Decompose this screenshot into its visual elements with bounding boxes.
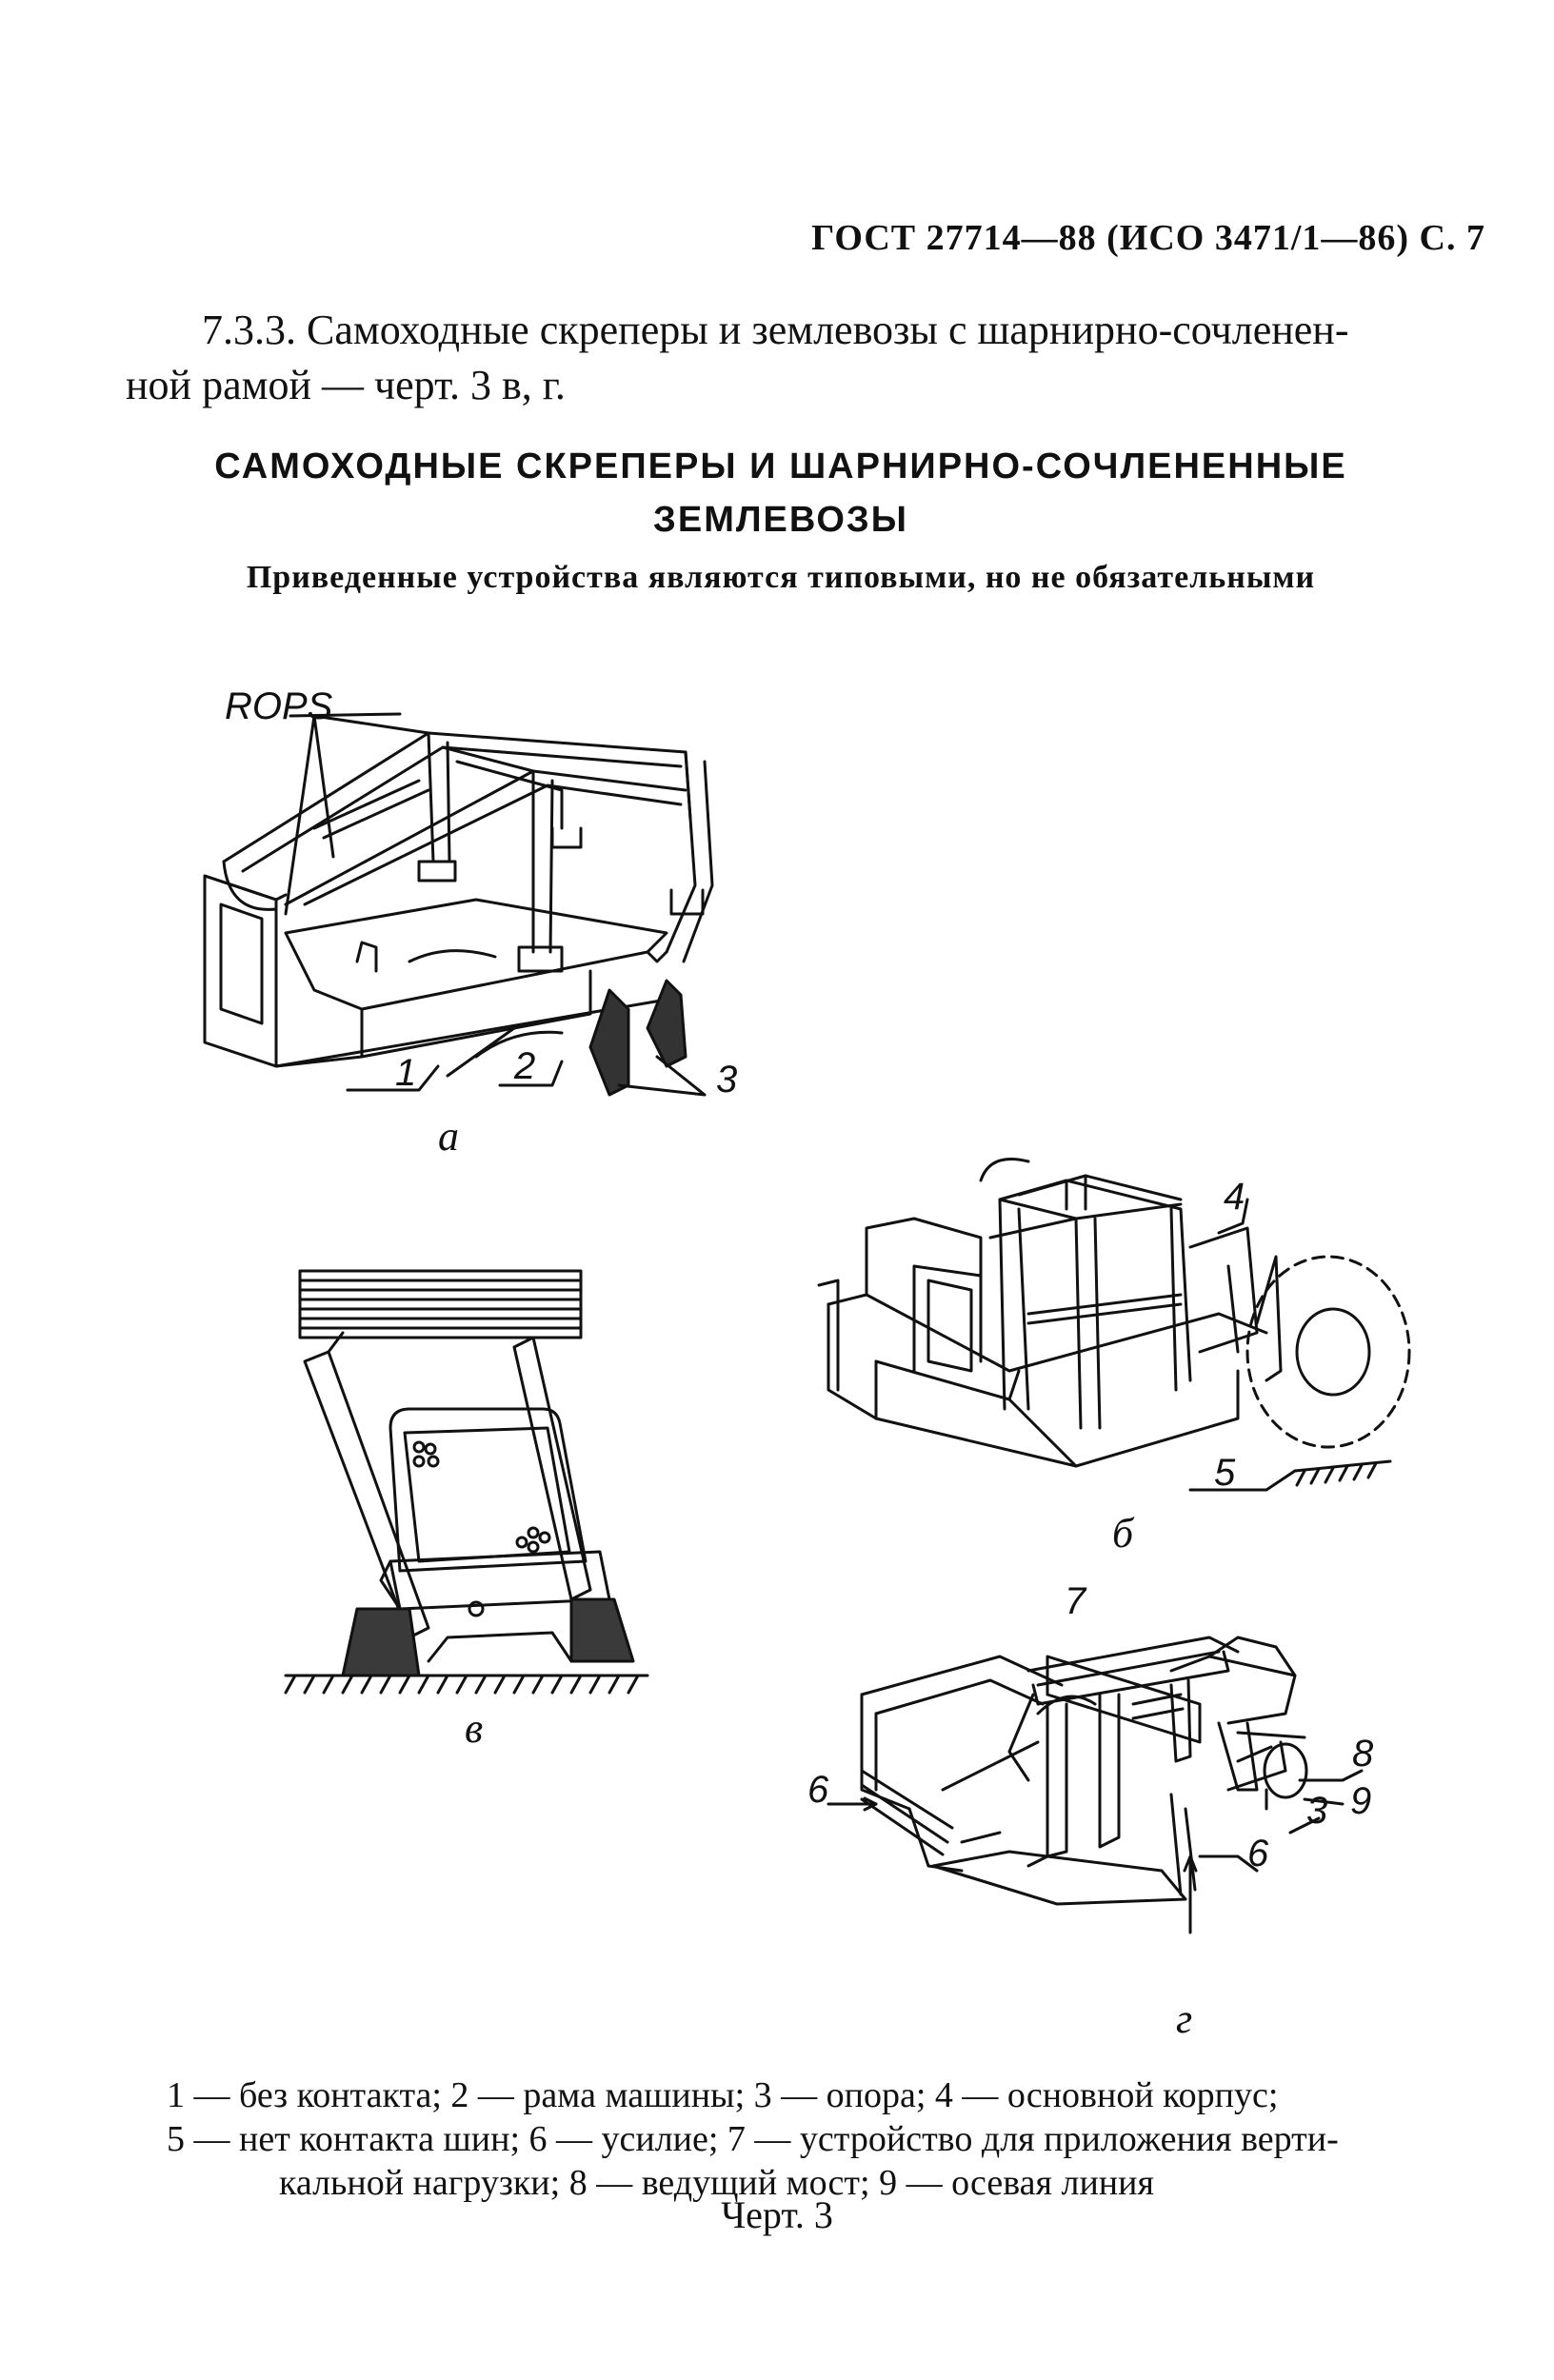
callout-a-3: 3 (716, 1059, 738, 1101)
callout-g-3: 3 (1306, 1790, 1328, 1832)
legend-line-2: 5 — нет контакта шин; 6 — усилие; 7 — ус… (167, 2119, 1339, 2159)
callout-g-6-right: 6 (1247, 1833, 1269, 1874)
paragraph-line-2: ной рамой — черт. 3 в, г. (126, 362, 566, 408)
callout-g-6-left: 6 (807, 1769, 829, 1811)
legend-line-3: кальной нагрузки; 8 — ведущий мост; 9 — … (279, 2163, 1154, 2203)
callout-g-9: 9 (1350, 1780, 1372, 1822)
section-title-line-1: САМОХОДНЫЕ СКРЕПЕРЫ И ШАРНИРНО-СОЧЛЕНЕНН… (214, 446, 1347, 486)
figure-g-label: г (1176, 1995, 1193, 2042)
section-title-line-2: ЗЕМЛЕВОЗЫ (653, 500, 908, 540)
callout-rops: ROPS (225, 685, 333, 727)
figure-g-drawing (828, 1637, 1362, 1933)
figure-a-drawing (205, 714, 712, 1095)
figure-legend: 1 — без контакта; 2 — рама машины; 3 — о… (167, 2073, 1414, 2205)
section-title: САМОХОДНЫЕ СКРЕПЕРЫ И ШАРНИРНО-СОЧЛЕНЕНН… (124, 440, 1438, 546)
figure-a-label: а (438, 1113, 459, 1160)
figure-b-drawing (819, 1160, 1409, 1491)
page-header: ГОСТ 27714—88 (ИСО 3471/1—86) С. 7 (811, 218, 1485, 258)
figure-v-drawing (286, 1271, 648, 1693)
legend-line-1: 1 — без контакта; 2 — рама машины; 3 — о… (167, 2075, 1279, 2115)
callout-a-2: 2 (514, 1045, 536, 1087)
callout-a-1: 1 (395, 1052, 417, 1094)
figure-caption: Черт. 3 (721, 2193, 833, 2236)
section-subtitle: Приведенные устройства являются типовыми… (246, 560, 1316, 595)
callout-b-4: 4 (1224, 1176, 1245, 1218)
callout-g-8: 8 (1352, 1733, 1374, 1775)
paragraph-line-1: 7.3.3. Самоходные скреперы и землевозы с… (202, 307, 1349, 353)
figure-v-label: в (465, 1705, 484, 1752)
callout-b-5: 5 (1214, 1452, 1236, 1494)
body-paragraph: 7.3.3. Самоходные скреперы и землевозы с… (126, 303, 1497, 413)
callout-g-7: 7 (1065, 1580, 1086, 1622)
figure-b-label: б (1112, 1510, 1134, 1557)
